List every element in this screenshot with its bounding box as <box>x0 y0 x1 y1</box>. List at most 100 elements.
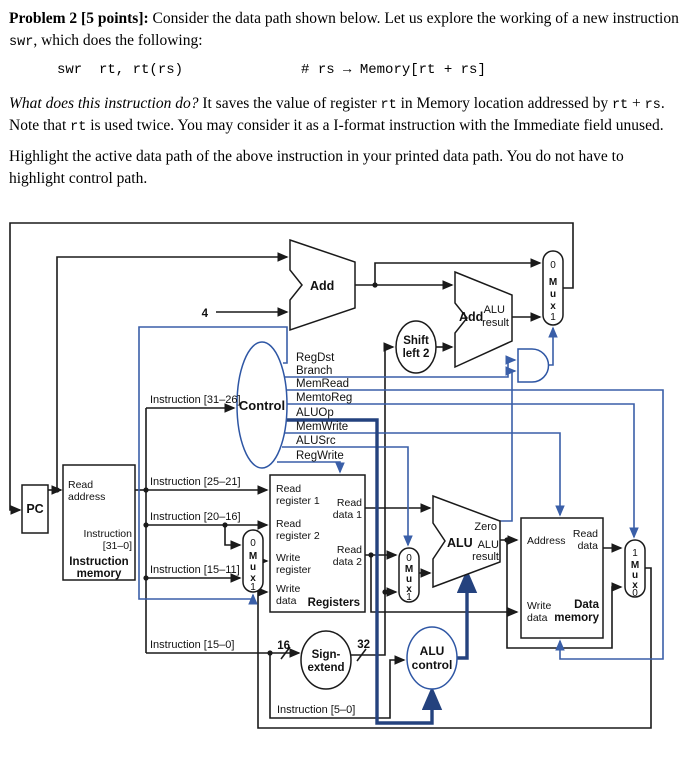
instruction-comment: # rs → Memory[rt + rs] <box>301 62 486 79</box>
svg-text:address: address <box>68 491 105 503</box>
svg-text:1: 1 <box>632 548 638 559</box>
dmem-address-label: Address <box>527 535 566 547</box>
control-unit: Control <box>236 341 288 469</box>
wire-muxd-out-wrap <box>257 567 652 729</box>
mux-pcsrc: 0 M u x 1 <box>542 250 564 326</box>
svg-text:u: u <box>550 289 556 300</box>
aluop-wires <box>286 418 478 725</box>
field-15-0: Instruction [15–0] <box>150 639 234 651</box>
svg-text:x: x <box>250 573 256 584</box>
mux-memtoreg: 1 M u x 0 <box>624 539 646 599</box>
alu-control: ALU control <box>406 626 458 690</box>
regs-write-reg-label: Write <box>276 552 300 564</box>
svg-text:register: register <box>276 564 312 576</box>
sign-extend: Sign- extend <box>300 630 352 690</box>
field-20-16: Instruction [20–16] <box>150 511 241 523</box>
regs-read-reg1-label: Read <box>276 483 301 495</box>
instruction-memory: Read address Instruction [31–0] Instruct… <box>62 464 136 581</box>
signal-memwrite: MemWrite <box>296 421 348 433</box>
shift-left-2-label: Shift <box>403 335 429 347</box>
wire-f5-0 <box>269 653 406 719</box>
signal-alusrc: ALUSrc <box>296 435 336 447</box>
instruction-field-labels: Instruction [31–26] Instruction [25–21] … <box>150 394 355 716</box>
bus-width-16-label: 16 <box>277 640 290 652</box>
data-memory: Address Read data Write data Data memory <box>520 517 604 639</box>
pc-register: PC <box>21 484 49 534</box>
signal-memread: MemRead <box>296 378 349 390</box>
svg-text:0: 0 <box>250 538 256 549</box>
add2-result-label: ALU <box>484 304 505 316</box>
control-label: Control <box>239 398 285 413</box>
question-italic: What does this instruction do? <box>9 95 199 113</box>
svg-text:memory: memory <box>554 612 599 624</box>
regs-read-data1-label: Read <box>337 497 362 509</box>
problem-text: Problem 2 [5 points]: Consider the data … <box>0 0 692 190</box>
alu-control-label: ALU <box>420 644 445 658</box>
signal-regwrite: RegWrite <box>296 450 344 462</box>
regs-write-data-label: Write <box>276 583 300 595</box>
wire-memtoreg <box>287 403 639 539</box>
svg-text:register 2: register 2 <box>276 530 320 542</box>
svg-text:1: 1 <box>406 592 412 603</box>
dmem-write-data-label: Write <box>527 600 551 612</box>
svg-text:left 2: left 2 <box>403 348 430 360</box>
add-pc4: Add <box>289 238 356 332</box>
wire-memread <box>286 389 664 660</box>
instruction-code-line: swr rt, rt(rs)# rs → Memory[rt + rs] <box>57 61 683 81</box>
wire-pcsrc-to-pc <box>9 222 574 515</box>
data-wires <box>9 222 652 729</box>
svg-text:data: data <box>527 612 548 624</box>
svg-text:extend: extend <box>307 662 344 674</box>
paragraph-3: Highlight the active data path of the ab… <box>9 148 624 188</box>
svg-text:memory: memory <box>77 568 122 580</box>
wire-signext-to-shift <box>383 342 395 592</box>
bus-width-32-label: 32 <box>357 639 370 651</box>
signal-regdst: RegDst <box>296 352 335 364</box>
wire-regdst <box>138 326 288 605</box>
problem-heading: Problem 2 [5 points]: <box>9 10 149 27</box>
imem-read-address-label: Read <box>68 479 93 491</box>
svg-text:data: data <box>578 540 599 552</box>
wire-regwrite <box>277 461 345 474</box>
signal-branch: Branch <box>296 365 332 377</box>
svg-text:control: control <box>412 658 453 672</box>
regs-read-data2-label: Read <box>337 544 362 556</box>
imem-instruction-out-label: Instruction <box>84 528 133 540</box>
svg-text:0: 0 <box>406 553 412 564</box>
svg-text:data 1: data 1 <box>333 509 362 521</box>
pc-label: PC <box>26 502 43 516</box>
junction-dots <box>54 282 510 656</box>
sign-extend-label: Sign- <box>312 649 341 661</box>
signal-aluop: ALUOp <box>296 407 334 419</box>
shift-left-2: Shift left 2 <box>395 320 437 374</box>
signal-memtoreg: MemtoReg <box>296 392 352 404</box>
add2-label: Add <box>459 310 483 324</box>
regs-read-reg2-label: Read <box>276 518 301 530</box>
wire-aluresult-to-muxd <box>506 540 623 649</box>
paragraph-1: Problem 2 [5 points]: Consider the data … <box>9 10 679 50</box>
svg-text:x: x <box>550 301 556 312</box>
svg-text:data: data <box>276 595 297 607</box>
instruction-mnemonic: swr <box>9 35 34 50</box>
wire-f20-16-to-muxa <box>224 525 242 550</box>
wire-pc-to-add1 <box>56 252 289 490</box>
svg-text:M: M <box>549 277 557 288</box>
field-5-0: Instruction [5–0] <box>277 704 355 716</box>
svg-text:M: M <box>405 564 413 575</box>
field-25-21: Instruction [25–21] <box>150 476 241 488</box>
svg-text:u: u <box>632 570 638 581</box>
const-4-label: 4 <box>202 308 209 320</box>
wire-zero <box>500 366 517 522</box>
dmem-read-data-label: Read <box>573 528 598 540</box>
bus-slash-16 <box>280 646 291 660</box>
svg-text:0: 0 <box>550 260 556 271</box>
svg-text:result: result <box>482 317 509 329</box>
mux-writereg: 0 M u x 1 <box>242 529 264 593</box>
alu-label: ALU <box>447 536 473 550</box>
alu-zero-label: Zero <box>474 521 497 533</box>
alu: ALU Zero ALU result <box>432 494 501 589</box>
svg-text:u: u <box>406 574 412 585</box>
wire-signext-to-muxb <box>351 587 398 656</box>
svg-text:register 1: register 1 <box>276 495 320 507</box>
svg-text:1: 1 <box>550 312 556 323</box>
